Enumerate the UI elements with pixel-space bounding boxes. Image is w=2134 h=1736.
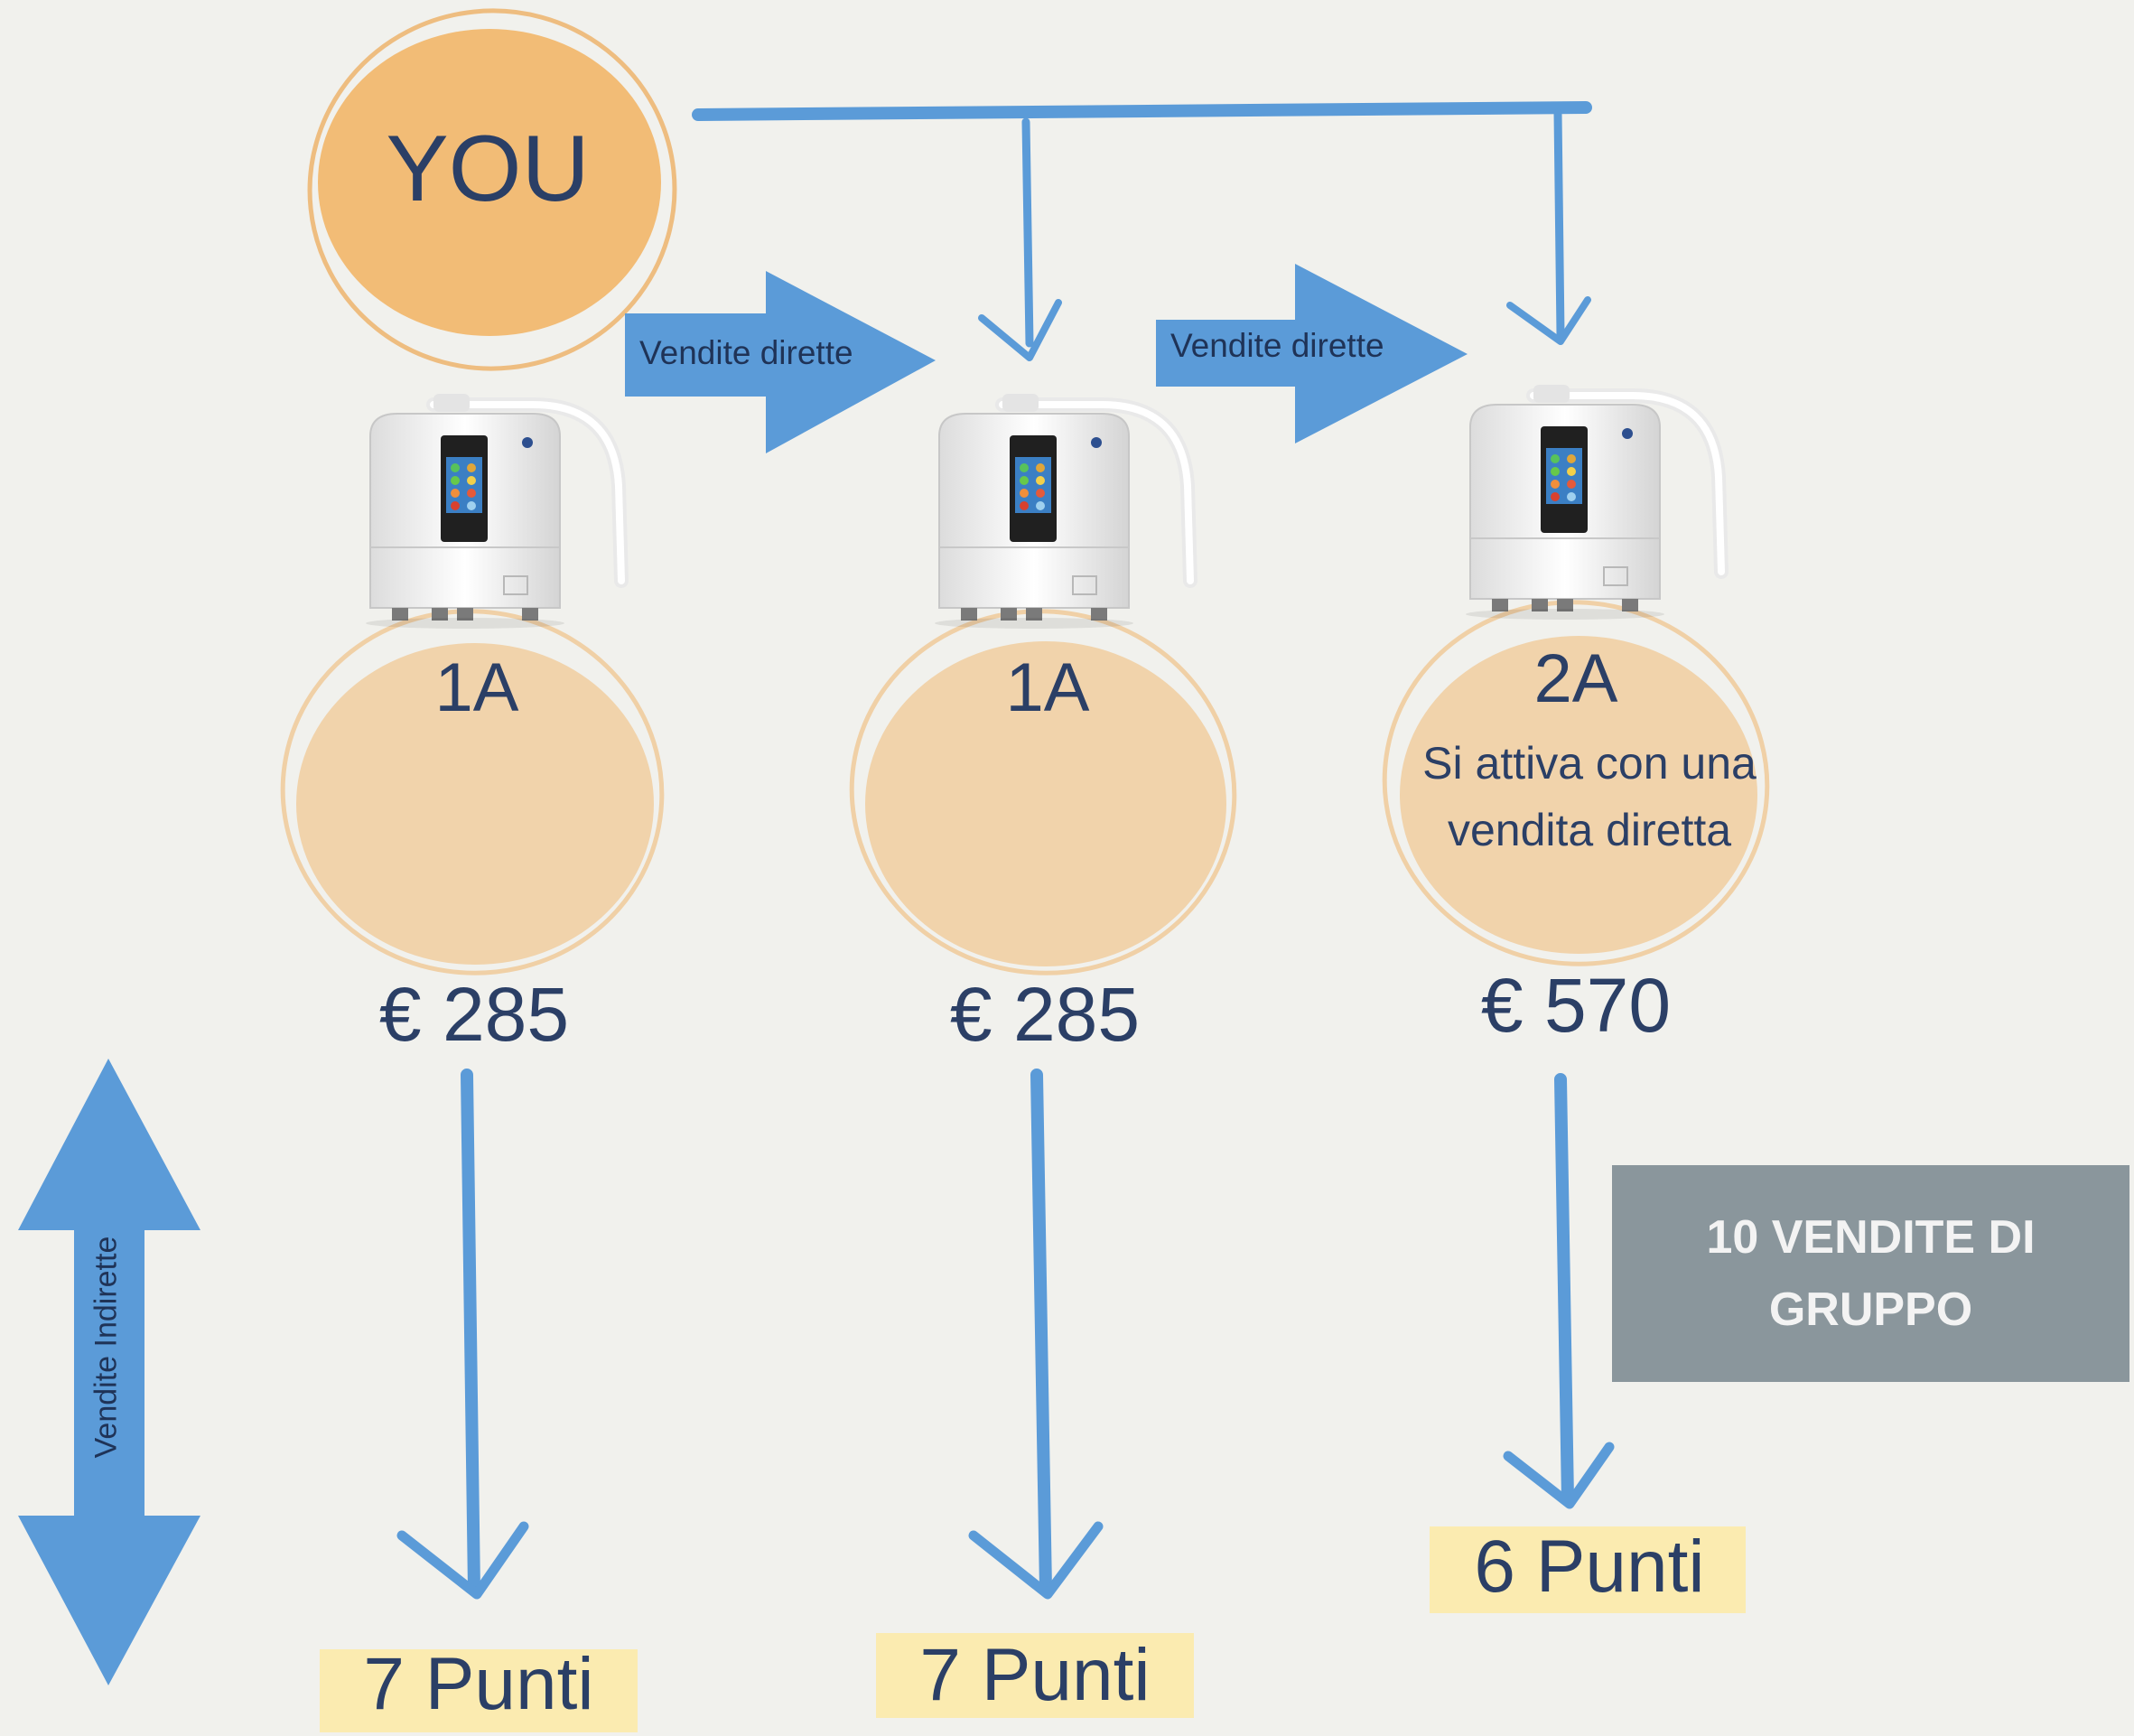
group-sales-label: 10 VENDITE DI GRUPPO xyxy=(1706,1211,2036,1336)
points-highlight-1 xyxy=(320,1649,638,1732)
points-arrows xyxy=(396,1069,1615,1600)
points-highlight-2 xyxy=(876,1633,1194,1718)
water-ionizer-image-1 xyxy=(366,394,621,629)
you-circle xyxy=(307,8,677,371)
direct-sales-label-1: Vendite dirette xyxy=(639,334,853,371)
indirect-sales-double-arrow xyxy=(18,1059,200,1685)
top-connector-arrows xyxy=(692,101,1592,361)
node-rank-1: 1A xyxy=(434,649,519,726)
node-circle-1 xyxy=(280,609,665,975)
water-ionizer-image-2 xyxy=(935,394,1190,629)
indirect-sales-label: Vendite Indirette xyxy=(89,1236,124,1459)
node-points-3: 6 Punti xyxy=(1474,1526,1705,1608)
node-rank-3: 2A xyxy=(1533,640,1618,717)
node-circle-2 xyxy=(849,609,1237,975)
node-circle-3 xyxy=(1382,600,1770,966)
node-points-2: 7 Punti xyxy=(919,1634,1151,1716)
node-amount-1: € 285 xyxy=(378,972,570,1057)
direct-sales-arrow-2 xyxy=(1156,264,1468,443)
node-rank-2: 1A xyxy=(1005,649,1090,726)
group-sales-box: 10 VENDITE DI GRUPPO xyxy=(1612,1165,2129,1382)
node-points-1: 7 Punti xyxy=(363,1643,594,1725)
node-amount-3: € 570 xyxy=(1480,963,1672,1048)
direct-sales-label-2: Vendite dirette xyxy=(1170,327,1384,364)
node-amount-2: € 285 xyxy=(949,972,1141,1057)
node-note-3: Si attiva con una vendita diretta xyxy=(1422,738,1757,855)
water-ionizer-image-3 xyxy=(1466,385,1721,620)
root-label: YOU xyxy=(386,117,590,221)
points-highlight-3 xyxy=(1430,1526,1746,1613)
direct-sales-arrow-1 xyxy=(625,271,936,453)
